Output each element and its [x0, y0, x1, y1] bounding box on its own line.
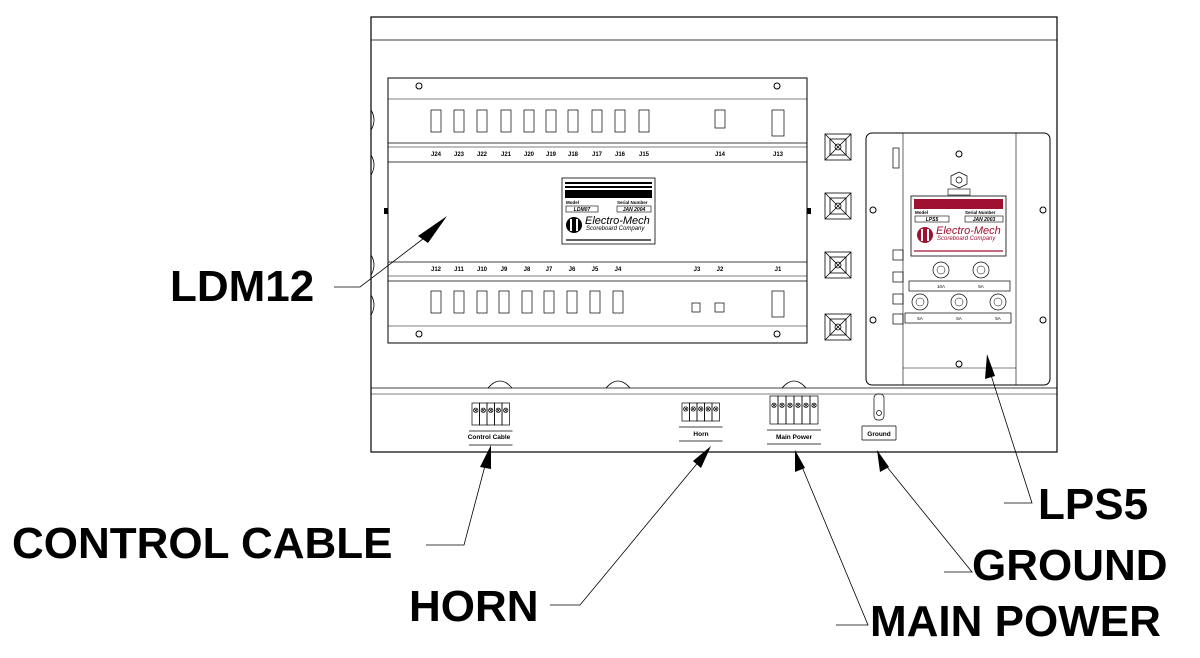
jack-label-j9: J9 [501, 267, 508, 273]
bottom-connector [430, 290, 442, 314]
left-hinges [370, 109, 375, 316]
jack-label-j5: J5 [592, 267, 599, 273]
lps-nameplate: Model Serial Number LPS5 JAN 2003 Electr… [910, 195, 1007, 257]
enclosure-bottom-knockouts [487, 380, 807, 389]
lps-fuse-label-3: 5A [995, 316, 1001, 321]
ldm-model-caption: Model [566, 200, 579, 205]
ldm-brand-sub: Scoreboard Company [586, 226, 645, 232]
ldm-brand-name: Electro-Mech [585, 215, 650, 227]
callout-lps5: LPS5 [1038, 480, 1149, 529]
bottom-connector [543, 290, 555, 314]
lps-fuse-label-1: 5A [917, 316, 923, 321]
callout-control-cable: CONTROL CABLE [12, 519, 393, 568]
callout-ground: GROUND [972, 541, 1168, 590]
top-connector [476, 109, 488, 133]
lps-model-caption: Model [915, 210, 928, 215]
leader-lines [334, 231, 1033, 626]
jack-label-j24: J24 [431, 152, 442, 158]
top-connector [638, 109, 650, 133]
relay-block [824, 251, 852, 279]
bottom-connector [771, 290, 785, 318]
lps-brand-sub: Scoreboard Company [937, 236, 996, 242]
relay-blocks [824, 133, 852, 341]
bottom-connector [691, 302, 701, 313]
ldm-nameplate: Model Serial Number LDM07 JAN 2004 Elect… [561, 177, 656, 245]
jack-label-j12: J12 [431, 267, 442, 273]
lps-fuse-label-5a-top: 5A [978, 284, 984, 289]
jack-label-j15: J15 [639, 152, 650, 158]
horn-terminal-label: Horn [693, 431, 708, 438]
jack-label-j10: J10 [477, 267, 488, 273]
jack-label-j6: J6 [569, 267, 576, 273]
top-connector [523, 109, 535, 133]
control-cable-terminal-block [469, 402, 513, 446]
jack-label-j18: J18 [568, 152, 579, 158]
ldm-serial-caption: Serial Number [617, 200, 648, 205]
bottom-connector [714, 302, 725, 313]
jack-label-j14: J14 [715, 152, 726, 158]
jack-label-j8: J8 [524, 267, 531, 273]
top-connector [500, 109, 512, 133]
bottom-connector [612, 290, 624, 314]
jack-label-j13: J13 [773, 152, 784, 158]
lps5-power-supply [865, 132, 1051, 386]
lps-fuse-label-2: 5A [956, 316, 962, 321]
lps-brand-logo [917, 227, 933, 243]
ldm-bottom-jack-labels: J12 J11 J10 J9 J8 J7 J6 J5 J4 J3 J2 J1 [431, 267, 782, 273]
top-connector [453, 109, 465, 133]
jack-label-j1: J1 [775, 267, 782, 273]
control-cable-terminal-label: Control Cable [468, 434, 511, 441]
jack-label-j21: J21 [501, 152, 512, 158]
ldm-bottom-connectors [430, 290, 785, 318]
bottom-connector [589, 290, 601, 314]
top-connector [430, 109, 442, 133]
lps-brand-name: Electro-Mech [936, 225, 1001, 237]
bottom-connector [498, 290, 510, 314]
relay-block [824, 133, 852, 161]
ground-lug [861, 393, 897, 441]
horn-terminal-block [679, 402, 723, 442]
main-power-terminal-label: Main Power [776, 434, 813, 441]
top-connector [614, 109, 626, 133]
bottom-connector [566, 290, 578, 314]
jack-label-j23: J23 [454, 152, 465, 158]
lps-serial-value: JAN 2003 [973, 217, 996, 223]
jack-label-j7: J7 [546, 267, 553, 273]
jack-label-j17: J17 [592, 152, 603, 158]
jack-label-j22: J22 [477, 152, 488, 158]
top-connector [714, 109, 726, 129]
jack-label-j11: J11 [454, 267, 464, 273]
jack-label-j19: J19 [546, 152, 557, 158]
bottom-connector [521, 290, 533, 314]
ldm-model-value: LDM07 [574, 207, 591, 213]
top-connector [591, 109, 603, 133]
callout-ldm12: LDM12 [170, 262, 315, 311]
relay-block [824, 313, 852, 341]
top-connector [545, 109, 557, 133]
leader-arrowheads [418, 216, 995, 472]
lps-serial-caption: Serial Number [965, 210, 996, 215]
jack-label-j3: J3 [694, 267, 701, 273]
relay-block [824, 192, 852, 220]
ldm-top-connectors [430, 109, 785, 137]
ldm-top-jack-labels: J24 J23 J22 J21 J20 J19 J18 J17 J16 J15 J14 J13 [431, 152, 784, 158]
callout-horn: HORN [409, 582, 539, 631]
ground-terminal-label: Ground [867, 431, 890, 438]
ldm-brand-logo [566, 217, 582, 233]
jack-label-j2: J2 [717, 267, 724, 273]
bottom-connector [453, 290, 465, 314]
lps-fuse-label-10a: 10A [937, 284, 945, 289]
lps-model-value: LPS5 [926, 217, 939, 223]
jack-label-j4: J4 [615, 267, 622, 273]
ldm-serial-value: JAN 2004 [623, 207, 646, 213]
jack-label-j16: J16 [615, 152, 626, 158]
top-connector [567, 109, 579, 133]
jack-label-j20: J20 [524, 152, 535, 158]
top-connector [771, 109, 785, 137]
bottom-connector [476, 290, 488, 314]
main-power-terminal-block [767, 395, 821, 445]
callout-main-power: MAIN POWER [870, 597, 1161, 646]
